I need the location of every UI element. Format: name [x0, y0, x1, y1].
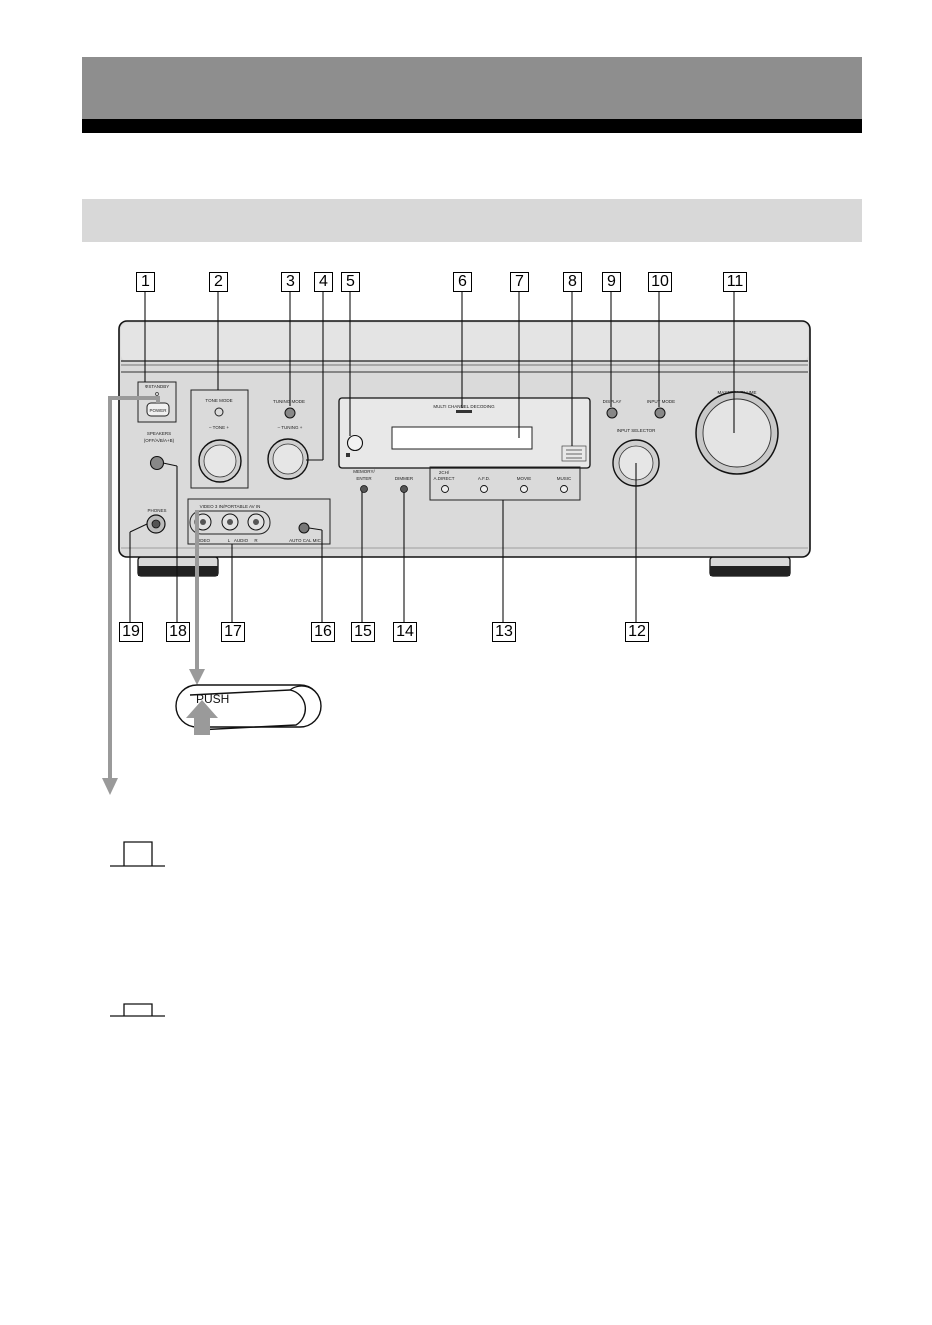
callout-16: 16 [311, 622, 335, 642]
callout-12: 12 [625, 622, 649, 642]
callout-15: 15 [351, 622, 375, 642]
auto-cal-label: AUTO CAL MIC [289, 538, 322, 543]
callout-10: 10 [648, 272, 672, 292]
callout-3: 3 [281, 272, 300, 292]
callout-18: 18 [166, 622, 190, 642]
mode-afd-button [480, 485, 488, 493]
push-door-illustration: PUSH [175, 684, 322, 735]
input-mode-button [654, 407, 666, 419]
callout-2: 2 [209, 272, 228, 292]
power-arrow-head [102, 778, 118, 795]
display-button-label: DISPLAY [603, 399, 622, 404]
dimmer-button [400, 485, 408, 493]
callout-14: 14 [393, 622, 417, 642]
callout-8: 8 [563, 272, 582, 292]
decoding-indicators [561, 445, 587, 462]
callout-4: 4 [314, 272, 333, 292]
jack-video-label: VIDEO [196, 538, 211, 543]
phones-label: PHONES [147, 508, 166, 513]
sound-field-buttons-group [429, 466, 581, 501]
callout-13: 13 [492, 622, 516, 642]
multi-channel-label: MULTI CHANNEL DECODING [433, 404, 495, 409]
speakers-button [149, 455, 165, 471]
mode-2ch-label: 2CH/ [439, 470, 450, 475]
push-label: PUSH [196, 692, 229, 706]
mode-movie-label: MOVIE [517, 476, 532, 481]
tone-mode-button [214, 407, 224, 417]
mode-music-button [560, 485, 568, 493]
remote-sensor [346, 434, 364, 452]
mode-adirect-label: A.DIRECT [433, 476, 454, 481]
input-mode-label: INPUT MODE [647, 399, 675, 404]
video3-label: VIDEO 3 IN/PORTABLE AV IN [200, 504, 261, 509]
tone-label: – TONE + [209, 425, 229, 430]
callout-19: 19 [119, 622, 143, 642]
power-label: POWER [149, 408, 167, 413]
display-screen [391, 426, 533, 450]
mode-2ch-button [441, 485, 449, 493]
section-title-banner [82, 57, 862, 119]
enter-label: ENTER [356, 476, 372, 481]
callout-9: 9 [602, 272, 621, 292]
speakers-label: SPEAKERS [147, 431, 171, 436]
title-underline [82, 119, 862, 133]
tuning-label: – TUNING + [278, 425, 303, 430]
mode-music-label: MUSIC [557, 476, 572, 481]
tone-mode-label: TONE MODE [205, 398, 232, 403]
dimmer-label: DIMMER [395, 476, 414, 481]
callout-7: 7 [510, 272, 529, 292]
callout-17: 17 [221, 622, 245, 642]
tuning-mode-button [284, 407, 296, 419]
input-selector-label: INPUT SELECTOR [617, 428, 657, 433]
subsection-header-bar [82, 199, 862, 242]
mode-movie-button [520, 485, 528, 493]
display-button [606, 407, 618, 419]
jack-audio-label: AUDIO [234, 538, 249, 543]
memory-enter-button [360, 485, 368, 493]
power-arrow [108, 396, 160, 780]
auto-cal-mic-jack [298, 522, 310, 534]
jack-l-label: L [228, 538, 231, 543]
jack-r-label: R [254, 538, 258, 543]
tuning-mode-label: TUNING MODE [273, 399, 305, 404]
callout-5: 5 [341, 272, 360, 292]
standby-label: ΦSTANDBY [145, 384, 170, 389]
tab-icon-1 [123, 841, 153, 866]
video-door-arrow-head [189, 669, 205, 685]
video3-input-group [187, 498, 331, 545]
callout-6: 6 [453, 272, 472, 292]
speakers-sub-label: (OFF/A/B/A+B) [144, 438, 175, 443]
callout-1: 1 [136, 272, 155, 292]
memory-label: MEMORY/ [353, 469, 375, 474]
callout-11: 11 [723, 272, 747, 292]
mode-afd-label: A.F.D. [478, 476, 490, 481]
push-arrow [186, 700, 218, 735]
tab-icon-2 [123, 1003, 153, 1016]
